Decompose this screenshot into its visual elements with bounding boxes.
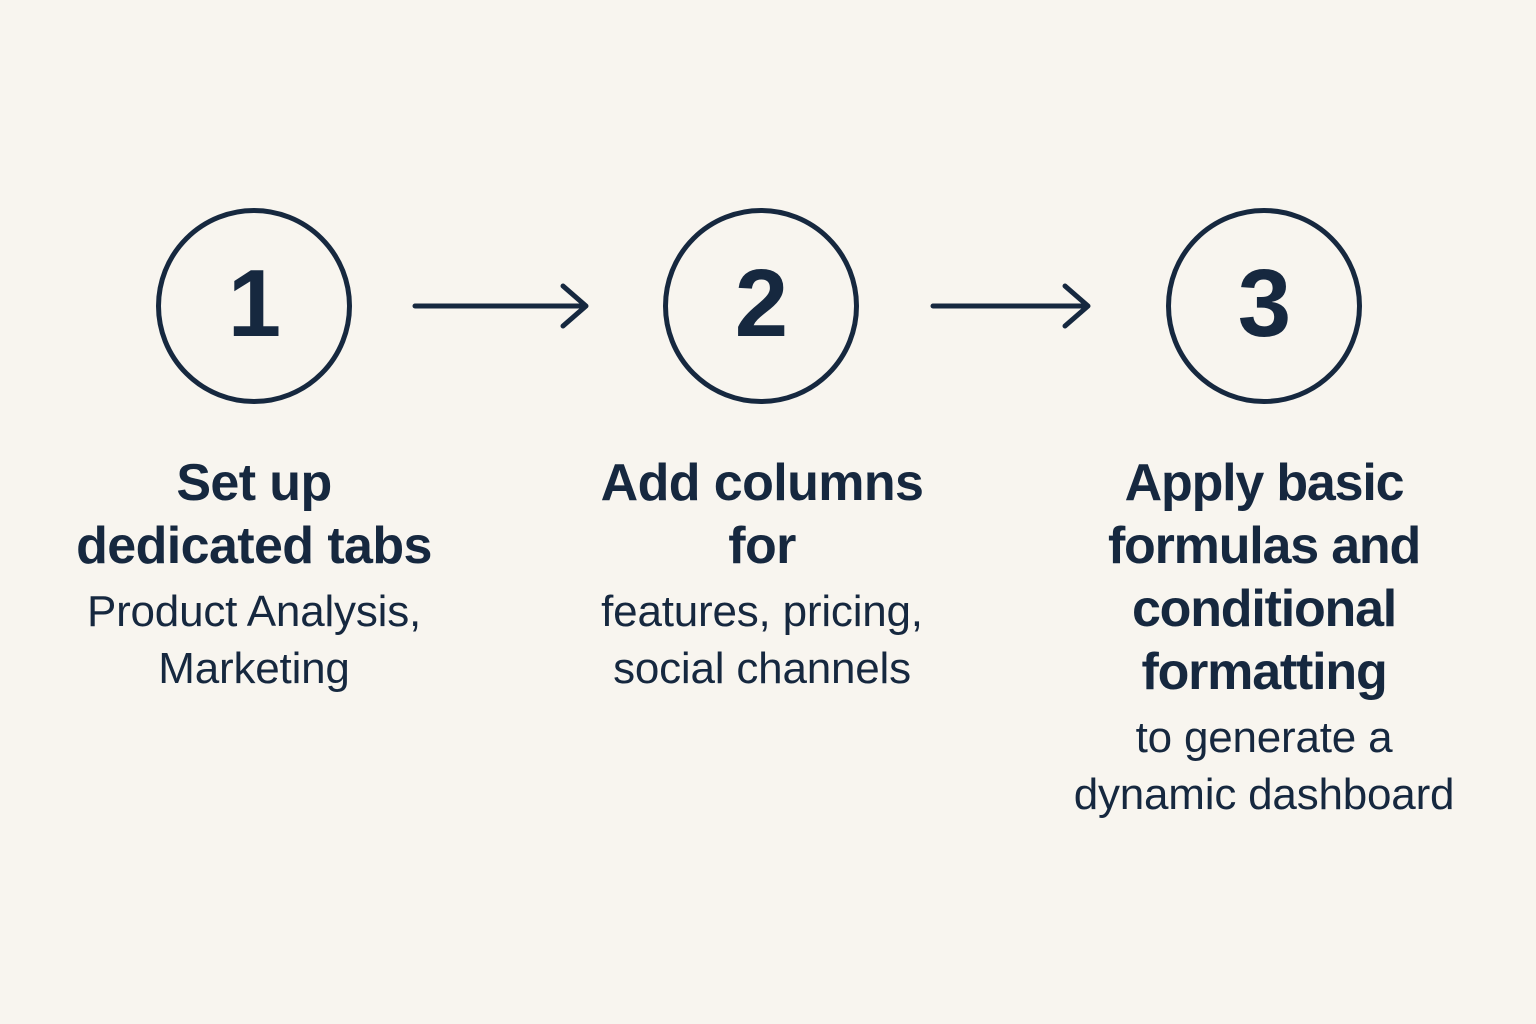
arrow-right-icon <box>412 281 593 331</box>
step-3-text-block: Apply basic formulas and conditional for… <box>1014 452 1514 823</box>
step-2-heading: Add columns for <box>600 454 924 575</box>
step-3-body: to generate a dynamic dashboard <box>1073 713 1455 819</box>
step-2-text-block: Add columns for features, pricing, socia… <box>565 452 959 697</box>
step-1-number: 1 <box>227 250 281 357</box>
step-3-number: 3 <box>1237 250 1291 357</box>
step-1-text-block: Set up dedicated tabs Product Analysis, … <box>54 452 454 697</box>
step-1-number-circle: 1 <box>156 208 352 404</box>
step-1-heading: Set up dedicated tabs <box>76 454 432 575</box>
step-2-number-circle: 2 <box>663 208 859 404</box>
step-2-body: features, pricing, social channels <box>601 587 923 693</box>
step-1-body: Product Analysis, Marketing <box>86 587 422 693</box>
step-3-number-circle: 3 <box>1166 208 1362 404</box>
step-2-number: 2 <box>734 250 788 357</box>
arrow-right-icon <box>930 281 1095 331</box>
step-3-heading: Apply basic formulas and conditional for… <box>1107 454 1421 701</box>
